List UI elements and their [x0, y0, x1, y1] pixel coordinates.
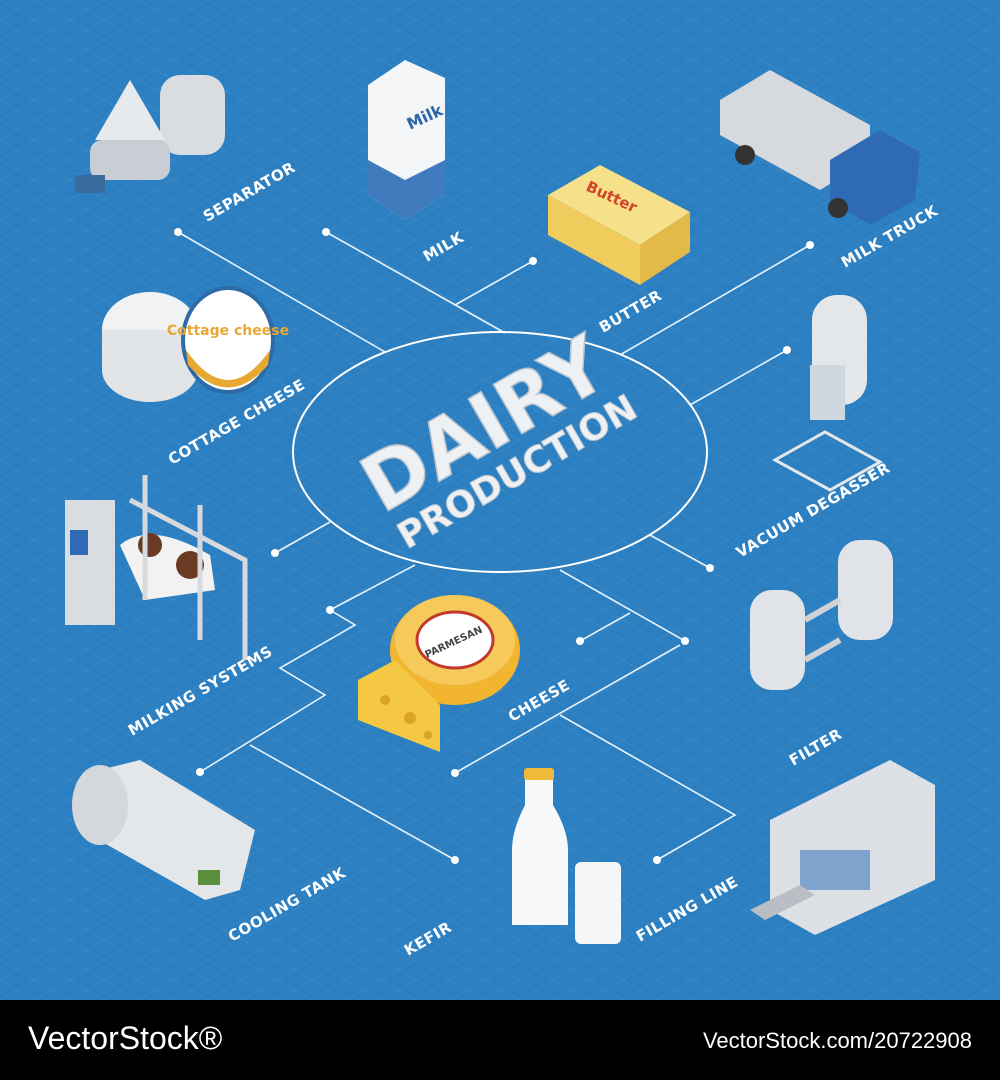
milk-carton-illustration: Milk: [368, 60, 446, 220]
filling-line-illustration: [750, 760, 935, 935]
connector-lines: [177, 231, 811, 861]
footer: VectorStock® VectorStock.com/20722908: [0, 1000, 1000, 1080]
cheese-illustration: PARMESAN: [358, 595, 520, 752]
dairy-infographic: DAIRY PRODUCTION Milk Butter Cottage che…: [0, 0, 1000, 1000]
cottage-cheese-illustration: Cottage cheese: [102, 286, 289, 402]
center-ellipse: [292, 331, 708, 573]
cottage-lid-text: Cottage cheese: [167, 323, 289, 339]
kefir-illustration: [512, 768, 621, 944]
filter-illustration: [750, 540, 893, 690]
image-id: VectorStock.com/20722908: [702, 1028, 972, 1053]
milking-system-illustration: [65, 475, 248, 660]
milk-truck-illustration: [720, 70, 920, 225]
cooling-tank-illustration: [72, 760, 255, 900]
separator-illustration: [75, 75, 225, 193]
vacuum-degasser-illustration: [771, 295, 884, 492]
butter-illustration: Butter: [548, 165, 690, 285]
connector-dots: [174, 228, 814, 864]
brand-logo: VectorStock®: [28, 1020, 223, 1056]
